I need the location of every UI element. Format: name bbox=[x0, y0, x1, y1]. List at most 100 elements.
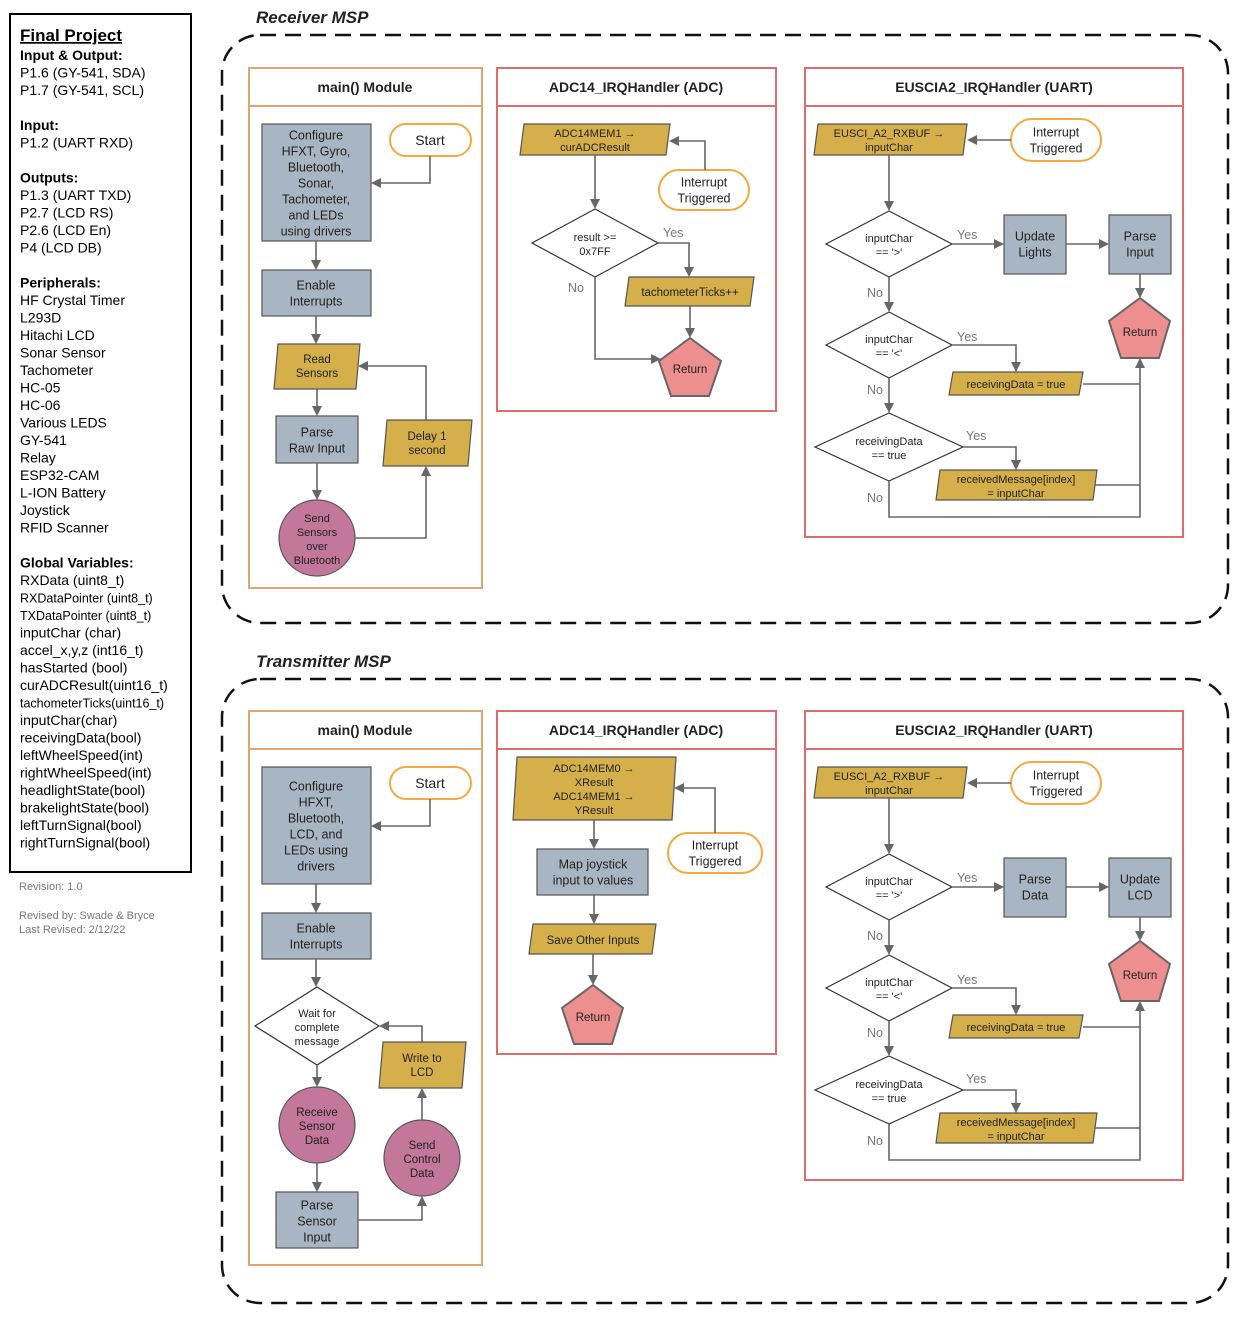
transmitter-main-title: main() Module bbox=[318, 722, 413, 738]
receiver-adc-ticks-io bbox=[624, 276, 755, 307]
yes-label: Yes bbox=[957, 330, 977, 344]
receiver-uart-return-text: Return bbox=[1123, 327, 1158, 339]
receiver-uart-decision-3-text: receivingData== true bbox=[855, 436, 923, 462]
legend-item: headlightState(bool) bbox=[20, 782, 145, 798]
text-line: receivedMessage[index] bbox=[957, 474, 1076, 486]
transmitter-adc-handler: ADC14_IRQHandler (ADC) ADC14MEM0 →XResul… bbox=[496, 710, 777, 1055]
transmitter-enable-box bbox=[261, 912, 372, 960]
text-line: LCD bbox=[1127, 888, 1152, 902]
legend-item: curADCResult(uint16_t) bbox=[20, 677, 168, 693]
text-line: second bbox=[408, 445, 445, 457]
text-line: Bluetooth, bbox=[288, 811, 344, 825]
connector bbox=[888, 384, 1141, 518]
text-line: Enable bbox=[297, 921, 336, 935]
text-line: ADC14MEM1 → bbox=[553, 791, 634, 803]
legend-item: TXDataPointer (uint8_t) bbox=[20, 609, 151, 623]
receiver-adc-mem-text: ADC14MEM1 → curADCResult bbox=[554, 128, 635, 154]
text-line: Input bbox=[303, 1230, 331, 1244]
receiver-main-title: main() Module bbox=[318, 79, 413, 95]
legend-item: P2.6 (LCD En) bbox=[20, 222, 111, 238]
legend-item: accel_x,y,z (int16_t) bbox=[20, 642, 143, 658]
receiver-section-title: Receiver MSP bbox=[256, 8, 369, 27]
transmitter-uart-handler: EUSCIA2_IRQHandler (UART) EUSCI_A2_RXBUF… bbox=[804, 710, 1184, 1181]
receiver-adc-title: ADC14_IRQHandler (ADC) bbox=[549, 79, 723, 95]
receiver-adc-handler: ADC14_IRQHandler (ADC) ADC14MEM1 → curADC… bbox=[496, 67, 777, 412]
transmitter-section-frame bbox=[220, 677, 1230, 1305]
legend-item: RXDataPointer (uint8_t) bbox=[20, 592, 153, 606]
transmitter-uart-recv-io bbox=[948, 1014, 1084, 1039]
text-line: inputChar bbox=[865, 977, 913, 989]
legend-item: inputChar(char) bbox=[20, 712, 117, 728]
last-revised-text: Last Revised: 2/12/22 bbox=[19, 924, 125, 936]
text-line: Sonar, bbox=[298, 176, 334, 190]
text-line: Tachometer, bbox=[282, 192, 350, 206]
text-line: receivingData bbox=[855, 436, 923, 448]
text-line: Map joystick bbox=[559, 857, 629, 871]
text-line: receivingData bbox=[855, 1079, 923, 1091]
legend-item: L293D bbox=[20, 310, 61, 326]
legend-item: ESP32-CAM bbox=[20, 467, 99, 483]
text-line: Sensors bbox=[297, 527, 338, 539]
arrow bbox=[355, 466, 431, 539]
arrow bbox=[358, 361, 427, 420]
text-line: ADC14MEM1 → bbox=[554, 128, 635, 140]
text-line: Parse bbox=[301, 1198, 334, 1212]
transmitter-uart-return-text: Return bbox=[1123, 970, 1158, 982]
text-line: = inputChar bbox=[987, 488, 1045, 500]
arrow bbox=[1083, 1001, 1145, 1028]
arrow bbox=[963, 446, 1021, 470]
legend-heading: Outputs: bbox=[20, 170, 78, 186]
text-line: Triggered bbox=[1029, 141, 1082, 155]
legend-item: tachometerTicks(uint16_t) bbox=[20, 697, 164, 711]
text-line: Enable bbox=[297, 278, 336, 292]
receiver-start-text: Start bbox=[415, 132, 445, 148]
text-line: == '<' bbox=[876, 991, 903, 1003]
receiver-delay-io bbox=[382, 419, 473, 467]
text-line: Interrupt bbox=[681, 175, 728, 189]
text-line: Wait for bbox=[298, 1008, 336, 1020]
text-line: == '>' bbox=[876, 890, 903, 902]
legend-item: receivingData(bool) bbox=[20, 730, 141, 746]
text-line: Data bbox=[305, 1135, 330, 1147]
text-line: curADCResult bbox=[560, 142, 630, 154]
legend-item: P2.7 (LCD RS) bbox=[20, 205, 113, 221]
text-line: Triggered bbox=[688, 854, 741, 868]
transmitter-adc-mem-io bbox=[512, 756, 677, 821]
text-line: 0x7FF bbox=[579, 246, 610, 258]
yes-label: Yes bbox=[957, 228, 977, 242]
text-line: receivedMessage[index] bbox=[957, 1117, 1076, 1129]
receiver-adc-interrupt-terminal bbox=[658, 169, 750, 211]
text-line: inputChar bbox=[865, 876, 913, 888]
legend-item: leftWheelSpeed(int) bbox=[20, 747, 143, 763]
text-line: LCD bbox=[410, 1067, 433, 1079]
text-line: YResult bbox=[575, 805, 614, 817]
text-line: Data bbox=[410, 1168, 435, 1180]
receiver-uart-recv-io bbox=[948, 371, 1084, 396]
legend-item: rightWheelSpeed(int) bbox=[20, 765, 152, 781]
text-line: Control bbox=[403, 1154, 440, 1166]
text-line: ADC14MEM0 → bbox=[553, 763, 634, 775]
legend-item: rightTurnSignal(bool) bbox=[20, 835, 150, 851]
text-line: Update bbox=[1015, 229, 1055, 243]
receiver-uart-buf-text: EUSCI_A2_RXBUF →inputChar bbox=[834, 128, 945, 154]
text-line: inputChar bbox=[865, 233, 913, 245]
text-line: Interrupts bbox=[290, 294, 343, 308]
text-line: Configure bbox=[289, 128, 343, 142]
no-label: No bbox=[867, 383, 883, 397]
receiver-adc-ticks-text: tachometerTicks++ bbox=[641, 287, 739, 299]
text-line: Lights bbox=[1018, 245, 1051, 259]
legend-item: hasStarted (bool) bbox=[20, 660, 127, 676]
text-line: using drivers bbox=[281, 224, 352, 238]
receiver-adc-decision-text: result >=0x7FF bbox=[574, 232, 617, 258]
arrow bbox=[1083, 358, 1145, 385]
